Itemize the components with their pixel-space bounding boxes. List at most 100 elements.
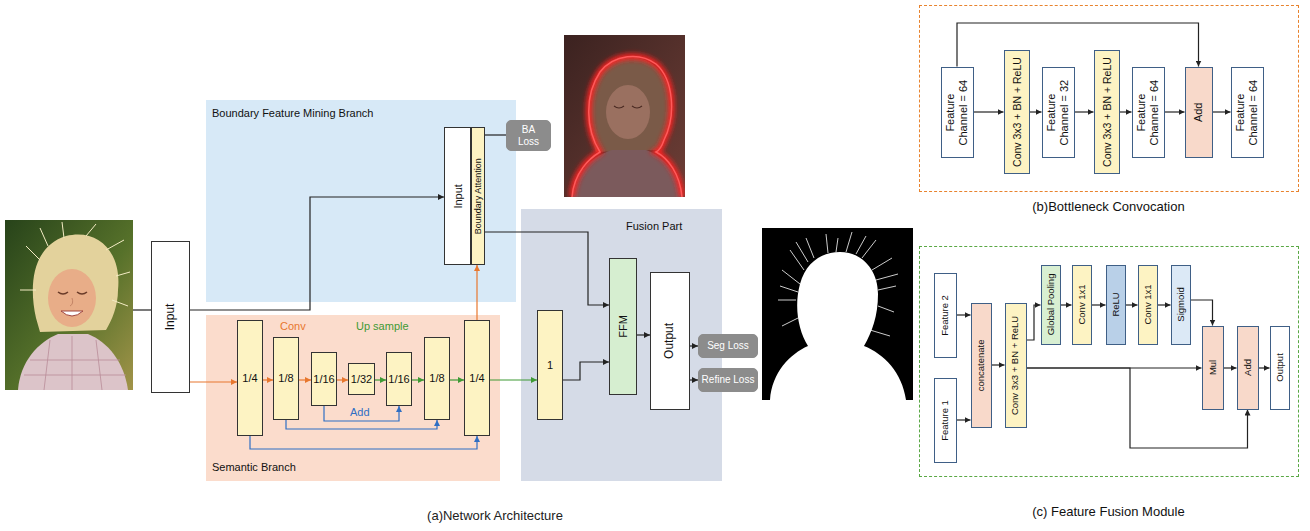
block-label: 1/16: [388, 373, 410, 386]
input-block: Input: [151, 241, 190, 393]
connector: [1027, 305, 1041, 340]
feature-map: 1/16: [311, 352, 337, 406]
mouth: [61, 311, 83, 316]
connector: [637, 334, 650, 335]
connector: [485, 134, 506, 135]
block-label: 1/32: [350, 373, 373, 386]
figure-caption: (a)Network Architecture: [295, 510, 695, 522]
feature-block: Feature Channel = 64: [1231, 67, 1264, 158]
eyes: [614, 106, 642, 108]
activation-block: Sigmoid: [1171, 265, 1191, 345]
skip-label: Add: [350, 406, 370, 418]
connector: [563, 362, 609, 380]
feature-map: 1: [537, 310, 563, 420]
connector: [250, 436, 477, 449]
activation-block: ReLU: [1106, 265, 1126, 345]
connector: [337, 379, 348, 380]
connector: [1191, 300, 1213, 326]
nose: [70, 298, 73, 306]
concat-block: concatenate: [971, 303, 992, 428]
connector: [690, 379, 698, 380]
connector: [299, 379, 311, 380]
block-label: Add: [1242, 328, 1253, 406]
block-label: Output: [663, 275, 677, 407]
module-panel: (c) Feature Fusion ModuleFeature 2Featur…: [919, 246, 1299, 477]
connector: [1027, 368, 1248, 448]
block-label: Mul: [1207, 328, 1218, 406]
connector: [957, 419, 971, 420]
connector: [190, 381, 237, 382]
feature-map: 1/8: [273, 337, 299, 420]
conv-block: Conv 3x3 + BN + ReLU: [1094, 50, 1120, 174]
connector: [490, 379, 537, 380]
block-label: Output: [1274, 328, 1285, 406]
face: [606, 85, 650, 139]
block-label: Conv 1x1: [1076, 267, 1087, 341]
connector: [690, 345, 698, 346]
connector: [412, 379, 424, 380]
shirt-pattern: [24, 336, 126, 390]
block-label: Feature Channel = 64: [1135, 76, 1160, 148]
matte-background: [762, 228, 913, 400]
add-block: Add: [1237, 326, 1259, 410]
conv-block: Conv 1x1: [1138, 265, 1158, 345]
photo-background: [5, 220, 133, 390]
feature-map: 1/16: [386, 352, 412, 406]
block-label: BA Loss: [514, 124, 544, 147]
connector: [450, 379, 464, 380]
photo-background: [564, 35, 685, 197]
attention-strip: Boundary Attention: [471, 127, 485, 265]
stage-label-holder: Up sample: [356, 320, 409, 332]
feature-block: Feature Channel = 32: [1042, 67, 1075, 158]
block-label: 1/8: [275, 372, 297, 385]
boundary-line: [572, 56, 682, 197]
connector: [957, 314, 971, 315]
block-label: Sigmoid: [1175, 267, 1186, 341]
branch-panel: Semantic Branch1/41/81/161/321/161/81/4: [206, 315, 500, 481]
branch-heading: Fusion Part: [626, 220, 682, 233]
connector: [974, 111, 1004, 112]
connector: [476, 265, 477, 320]
module-panel: (b)Bottleneck ConvocationFeature Channel…: [919, 5, 1299, 192]
block-label: 1/4: [466, 372, 488, 385]
block-label: Seg Loss: [700, 340, 756, 352]
feature-map: 1/32: [348, 363, 375, 395]
fusion-module: FFM: [609, 258, 637, 395]
connector: [286, 420, 437, 429]
stage-label: Up sample: [356, 320, 409, 332]
connector: [1165, 111, 1185, 112]
block-label: Input: [451, 130, 464, 262]
block-label: 1/16: [313, 373, 335, 386]
connector: [1213, 111, 1231, 112]
feature-block: Feature Channel = 64: [1132, 67, 1165, 158]
connector: [324, 406, 399, 421]
connector: [263, 379, 273, 380]
figure-caption-holder: (a)Network Architecture: [295, 510, 695, 522]
block-label: Input: [164, 244, 178, 390]
block-label: Conv 3x3 + BN + ReLU: [1010, 53, 1022, 171]
block-label: FFM: [617, 261, 630, 392]
block-label: Conv 3x3 + BN + ReLU: [1100, 53, 1112, 171]
connector: [1126, 304, 1138, 305]
connector: [1224, 367, 1237, 368]
branch-heading: Semantic Branch: [212, 461, 296, 474]
block-label: Add: [1192, 69, 1205, 154]
connector: [1027, 367, 1202, 368]
block-label: Feature Channel = 64: [944, 76, 969, 148]
hair: [33, 234, 119, 332]
fusion-panel: Fusion Part 1 FFM Output: [521, 209, 722, 481]
feature-map: 1/8: [424, 337, 450, 420]
conv-block: Conv 3x3 + BN + ReLU: [1005, 303, 1027, 428]
panel-caption: (c) Feature Fusion Module: [919, 505, 1299, 520]
input-photo: [5, 220, 133, 390]
connector: [1158, 304, 1171, 305]
skip-label-holder: Add: [350, 406, 370, 418]
loss-box: BA Loss: [506, 120, 551, 151]
connector: [992, 364, 1005, 365]
block-label: Boundary Attention: [473, 130, 483, 262]
block-label: Feature Channel = 64: [1234, 76, 1259, 148]
shirt: [18, 334, 128, 390]
hair-strands: [778, 232, 898, 336]
block-label: Global Pooling: [1045, 267, 1056, 341]
